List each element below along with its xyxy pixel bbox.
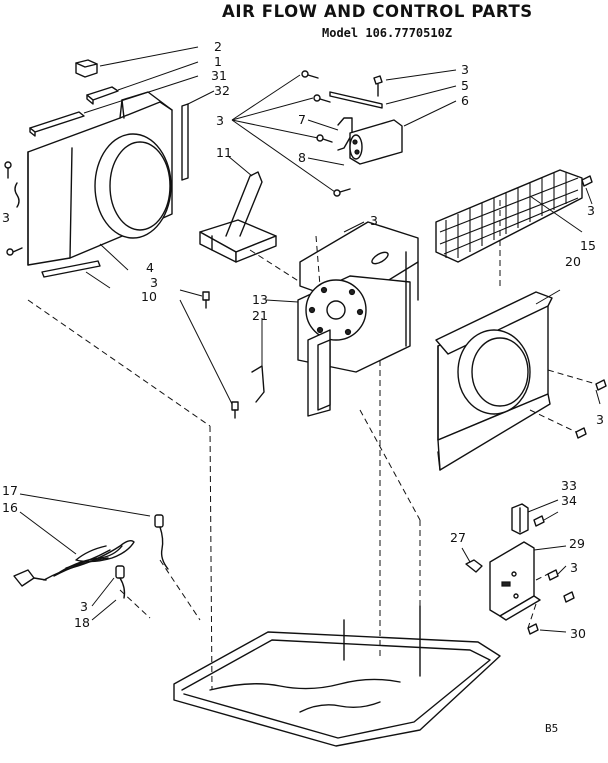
part-31-strip <box>29 111 85 137</box>
callout-11: 11 <box>216 145 232 160</box>
callout-32: 32 <box>214 83 230 98</box>
part-15-grille <box>435 169 583 263</box>
part-1-pad <box>86 86 119 105</box>
callout-30: 30 <box>570 626 586 641</box>
part-11-damper-bracket <box>199 171 277 263</box>
part-4-side-panel <box>27 91 173 266</box>
callout-5: 5 <box>461 78 469 93</box>
part-18-fitting <box>115 565 126 599</box>
callout-16: 16 <box>2 500 18 515</box>
part-10-rail <box>41 260 101 278</box>
callout-20: 20 <box>565 254 581 269</box>
callout-3-left-lower: 3 <box>150 275 158 290</box>
screws-right-mid <box>575 379 607 439</box>
callout-7: 7 <box>298 112 306 127</box>
callout-34: 34 <box>561 493 577 508</box>
callout-3-left-upper: 3 <box>2 210 10 225</box>
callout-10: 10 <box>141 289 157 304</box>
screw-right-top <box>581 175 593 187</box>
callout-3-bracket: 3 <box>570 560 578 575</box>
screw-center-left <box>202 291 210 309</box>
callout-18: 18 <box>74 615 90 630</box>
callout-17: 17 <box>2 483 18 498</box>
callout-31: 31 <box>211 68 227 83</box>
callout-29: 29 <box>569 536 585 551</box>
callout-13: 13 <box>252 292 268 307</box>
callout-3-center: 3 <box>370 213 378 228</box>
part-30-screws <box>527 569 575 635</box>
callout-21: 21 <box>252 308 268 323</box>
callout-3-right-mid: 3 <box>596 412 604 427</box>
part-27-switch <box>465 559 483 573</box>
part-2-block <box>75 59 98 78</box>
part-17-fitting <box>154 514 169 570</box>
part-13-motor-mount <box>297 221 419 417</box>
part-32-strip <box>181 103 189 181</box>
part-34-screw <box>533 515 545 527</box>
callout-6: 6 <box>461 93 469 108</box>
part-7-strap <box>337 117 353 151</box>
callout-33: 33 <box>561 478 577 493</box>
leader-lines <box>19 46 601 633</box>
screw-left-upper <box>4 161 12 179</box>
callout-27: 27 <box>450 530 466 545</box>
diagram-title: AIR FLOW AND CONTROL PARTS <box>222 2 533 21</box>
callout-2: 2 <box>214 39 222 54</box>
callout-3-upper-right: 3 <box>461 62 469 77</box>
assembly-lines <box>27 200 597 691</box>
screw-left-lower <box>6 247 23 256</box>
callout-labels: 2 1 31 32 3 3 11 4 3 10 3 5 6 7 8 3 13 2… <box>2 39 604 641</box>
screw-center-lower <box>231 401 239 419</box>
callout-15: 15 <box>580 238 596 253</box>
model-number: Model 106.7770510Z <box>322 26 452 40</box>
callout-3-cord: 3 <box>80 599 88 614</box>
spring-clip-left <box>14 182 20 208</box>
callout-3-screw-group: 3 <box>216 113 224 128</box>
part-33-knob <box>511 503 529 535</box>
capacitor-screws <box>301 70 383 197</box>
base-pan <box>173 605 501 747</box>
callout-1: 1 <box>214 54 222 69</box>
part-21-clip <box>251 365 265 403</box>
callout-3-right-top: 3 <box>587 203 595 218</box>
capacitor-mounting-strap <box>329 91 383 109</box>
part-16-power-cord <box>13 539 135 587</box>
callout-8: 8 <box>298 150 306 165</box>
callout-4: 4 <box>146 260 154 275</box>
page-id: B5 <box>545 722 558 735</box>
part-20-shroud <box>435 291 553 471</box>
part-6-capacitor <box>349 119 403 165</box>
part-29-control-bracket <box>489 541 541 621</box>
